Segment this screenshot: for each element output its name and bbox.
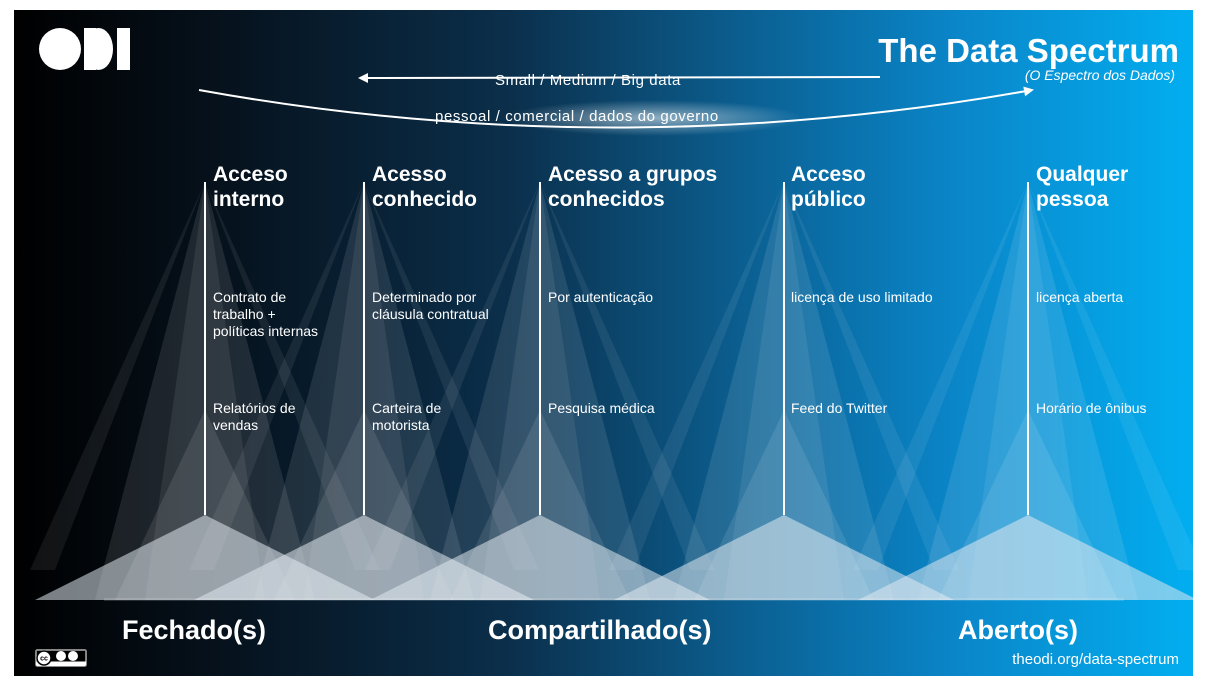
beam-right-anyone xyxy=(1028,182,1193,570)
spectrum-light-fans xyxy=(30,182,1193,601)
svg-text:cc: cc xyxy=(40,656,48,663)
column-license-anyone: licença aberta xyxy=(1036,289,1124,305)
beam-left-anyone xyxy=(853,182,1028,570)
beam-left-internal xyxy=(30,182,205,570)
column-title-named-access: Acesso conhecido xyxy=(372,163,478,211)
column-example-public-access: Feed do Twitter xyxy=(791,400,888,416)
beam-left-group xyxy=(365,182,540,570)
column-title-public-access: Acceso público xyxy=(791,163,866,211)
column-title-group-access: Acesso a grupos conhecidos xyxy=(548,163,718,211)
column-example-named-access: Carteira de motorista xyxy=(372,400,442,433)
beam-right-group xyxy=(540,182,715,570)
page-subtitle: (O Espectro dos Dados) xyxy=(1024,67,1175,83)
beam-right-named xyxy=(364,182,539,570)
spectrum-baseline xyxy=(104,598,1124,601)
data-source-label: pessoal / comercial / dados do governo xyxy=(435,108,719,125)
shared-label: Compartilhado(s) xyxy=(488,615,712,645)
beam-left-named xyxy=(189,182,364,570)
column-example-internal-access: Relatórios de vendas xyxy=(213,400,296,433)
spectrum-graphic xyxy=(30,28,1193,601)
column-title-anyone: Qualquer pessoa xyxy=(1036,163,1129,211)
column-license-named-access: Determinado por cláusula contratual xyxy=(372,289,489,322)
beam-right-public xyxy=(784,182,959,570)
data-size-label: Small / Medium / Big data xyxy=(495,72,681,89)
beam-right-internal xyxy=(205,182,380,570)
footer-url[interactable]: theodi.org/data-spectrum xyxy=(1012,651,1179,668)
column-license-internal-access: Contrato de trabalho + políticas interna… xyxy=(213,289,319,339)
column-license-public-access: licença de uso limitado xyxy=(791,289,933,305)
beam-left-public xyxy=(609,182,784,570)
data-spectrum-slide: The Data Spectrum (O Espectro dos Dados)… xyxy=(14,10,1193,676)
column-license-group-access: Por autenticação xyxy=(548,289,654,305)
fan-up-group xyxy=(370,515,710,600)
page-title: The Data Spectrum xyxy=(878,32,1179,69)
open-label: Aberto(s) xyxy=(958,615,1078,645)
column-example-anyone: Horário de ônibus xyxy=(1036,400,1147,416)
column-title-internal-access: Acceso interno xyxy=(213,163,288,211)
fan-up-public xyxy=(614,515,954,600)
lower-arc-arrow xyxy=(198,86,1034,129)
cc-by-sa-icon: cc xyxy=(35,649,87,667)
upper-arc-arrow xyxy=(358,72,881,83)
closed-label: Fechado(s) xyxy=(122,615,267,645)
fan-up-anyone xyxy=(858,515,1193,600)
odi-logo xyxy=(39,28,130,70)
column-example-group-access: Pesquisa médica xyxy=(548,400,655,416)
